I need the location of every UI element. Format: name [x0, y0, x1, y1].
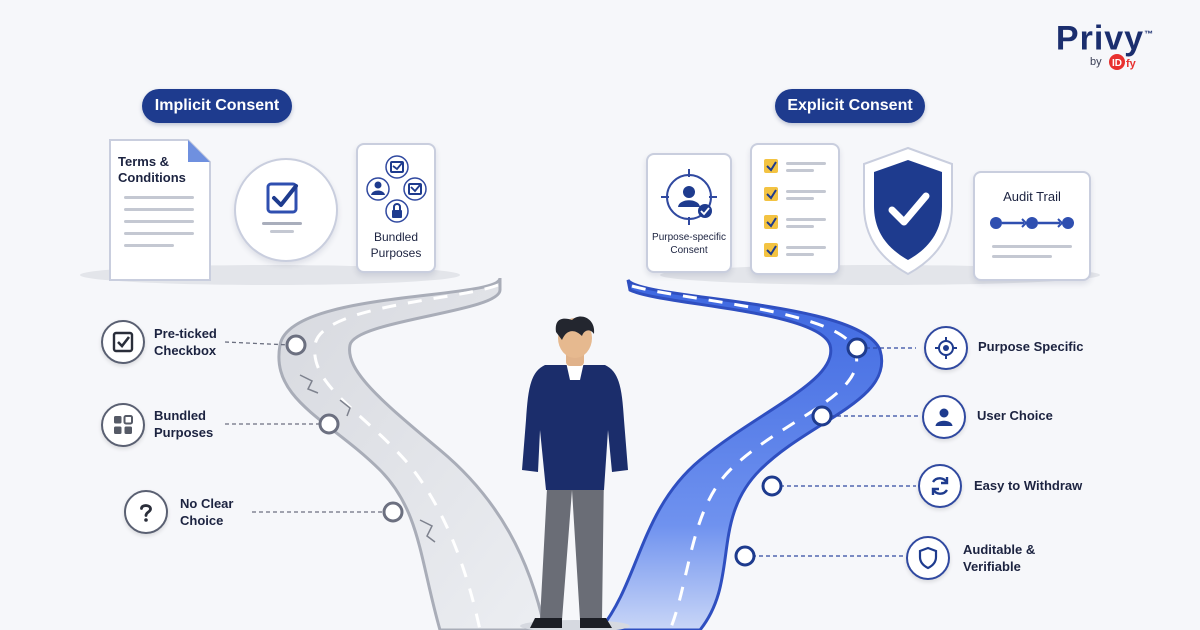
audit-trail-flow-icon: [990, 217, 1074, 258]
road-node-right-2: [811, 405, 833, 427]
terms-document-card: Terms & Conditions: [106, 138, 214, 284]
no-clear-choice-label: No Clear Choice: [180, 496, 234, 528]
audit-trail-card: Audit Trail: [973, 171, 1091, 281]
road-crack-2: [339, 399, 351, 417]
pre-ticked-checkbox-icon: [101, 320, 145, 364]
brand-trademark: ™: [1144, 29, 1155, 39]
grid-icon: [101, 403, 145, 447]
audit-trail-label: Audit Trail: [1003, 189, 1061, 204]
refresh-icon: [918, 464, 962, 508]
big-shield-icon: [863, 146, 953, 276]
road-node-right-3: [761, 475, 783, 497]
easy-to-withdraw-label: Easy to Withdraw: [974, 478, 1083, 493]
brand-by-text: by: [1090, 56, 1102, 68]
road-node-left-2: [318, 413, 340, 435]
leader-line-left-1: [224, 341, 291, 346]
pre-ticked-checkbox-label: Pre-ticked Checkbox: [154, 326, 217, 358]
auditable-verifiable-label: Auditable & Verifiable: [963, 542, 1036, 574]
checkbox-circle-card: [234, 158, 338, 262]
purpose-specific-label: Purpose Specific: [978, 339, 1084, 354]
road-node-right-4: [734, 545, 756, 567]
road-node-left-1: [285, 334, 307, 356]
document-icon: [109, 139, 211, 281]
road-node-left-3: [382, 501, 404, 523]
bundled-icons-cluster: [366, 155, 427, 223]
checklist-card: [750, 143, 840, 275]
idfy-logo-id: ID: [1112, 58, 1122, 69]
purpose-specific-card: Purpose-specific Consent: [646, 153, 732, 273]
brand-name: Privy: [1055, 19, 1145, 58]
question-icon: [124, 490, 168, 534]
road-crack-1: [299, 374, 319, 394]
target-user-icon: [661, 169, 717, 225]
idfy-logo-fy: fy: [1126, 58, 1137, 70]
shield-icon: [906, 536, 950, 580]
terms-label: Terms & Conditions: [118, 154, 186, 185]
road-crack-3: [419, 519, 436, 543]
road-node-right-1: [846, 337, 868, 359]
user-icon: [922, 395, 966, 439]
explicit-road-centerline: [631, 284, 859, 630]
checked-box-icon: [262, 182, 302, 233]
idfy-logo: ID fy: [1109, 54, 1137, 70]
implicit-road: [277, 277, 547, 630]
person-illustration: [520, 316, 630, 630]
brand-logo: Privy™ by ID fy: [1030, 14, 1180, 70]
bundled-purposes-card: Bundled Purposes: [356, 143, 436, 273]
user-choice-label: User Choice: [977, 408, 1053, 423]
bundled-purposes-card-label: Bundled Purposes: [370, 230, 422, 260]
explicit-consent-title: Explicit Consent: [775, 89, 925, 123]
target-icon: [924, 326, 968, 370]
bundled-purposes-label: Bundled Purposes: [154, 408, 214, 440]
checklist-icon: [764, 159, 826, 257]
explicit-road: [598, 278, 884, 630]
purpose-specific-card-label: Purpose-specific Consent: [652, 232, 726, 256]
implicit-consent-title: Implicit Consent: [142, 89, 292, 123]
